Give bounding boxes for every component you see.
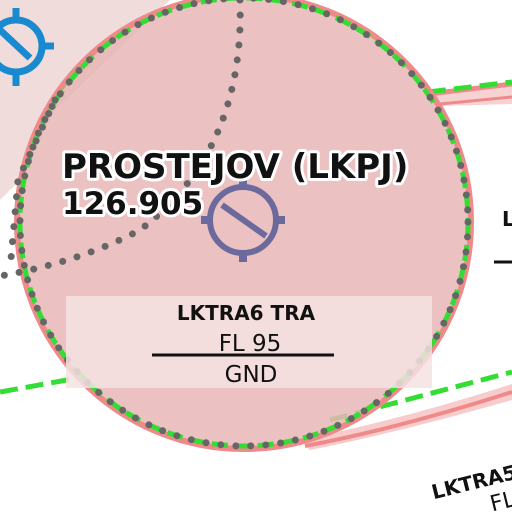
airport-name-label: PROSTEJOV (LKPJ) [62,147,408,187]
airspace-band-lower-right-edge [304,390,512,448]
tra-boundary-lower-left [0,375,79,395]
airspace-name-label: LKTRA6 TRA [177,301,316,325]
airport-frequency-label: 126.905 [62,186,203,222]
airspace-bottom-partial-limit: FL [488,487,512,512]
aerodrome-icon[interactable] [201,180,285,262]
airspace-boundary-upper-right-line2 [439,95,512,106]
airspace-right-partial-name: L [502,207,512,231]
tra-boundary-upper-right [427,79,512,95]
tma-dotted-line-left [6,96,59,274]
airspace-lower-limit: GND [225,362,278,388]
heliport-icon[interactable] [0,8,54,86]
airspace-upper-limit: FL 95 [219,331,282,357]
tma-inner-dotted-curve [0,0,244,280]
tra-label-box [66,296,432,388]
tma-circle-dotted [16,0,472,450]
airspace-band-lower-right [300,384,512,450]
